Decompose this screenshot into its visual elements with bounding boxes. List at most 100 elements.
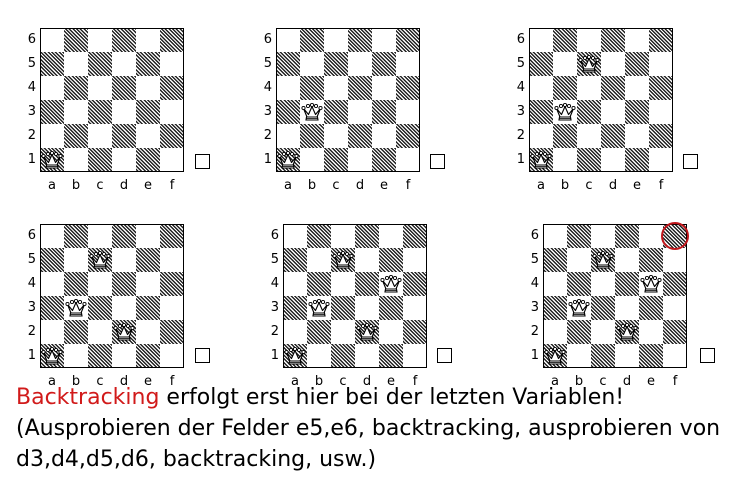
- queen-icon: [591, 248, 615, 272]
- square-a3: [276, 100, 300, 124]
- rank-label: 2: [516, 128, 525, 143]
- rank-label: 2: [530, 324, 539, 339]
- square-b4: [307, 272, 331, 296]
- square-f3: [160, 296, 184, 320]
- rank-label: 5: [27, 56, 36, 71]
- queen-icon: [543, 344, 567, 368]
- square-f2: [649, 124, 673, 148]
- square-e1: [372, 148, 396, 172]
- square-b5: [553, 52, 577, 76]
- step-checkbox[interactable]: [437, 348, 452, 363]
- square-d3: [355, 296, 379, 320]
- square-c6: [88, 224, 112, 248]
- square-e5: [136, 248, 160, 272]
- square-c4: [331, 272, 355, 296]
- square-f5: [160, 248, 184, 272]
- rank-label: 4: [270, 276, 279, 291]
- rank-label: 6: [27, 32, 36, 47]
- file-label: a: [48, 374, 56, 389]
- file-label: d: [355, 178, 365, 193]
- file-label: f: [405, 178, 411, 193]
- file-label: a: [551, 374, 559, 389]
- square-c4: [88, 76, 112, 100]
- square-e6: [379, 224, 403, 248]
- square-d5: [601, 52, 625, 76]
- square-c4: [324, 76, 348, 100]
- caption-keyword: Backtracking: [16, 385, 160, 410]
- queen-icon: [283, 344, 307, 368]
- step-checkbox[interactable]: [700, 348, 715, 363]
- square-a3: [283, 296, 307, 320]
- square-b1: [567, 344, 591, 368]
- square-b5: [567, 248, 591, 272]
- square-c5: [88, 52, 112, 76]
- file-label: b: [314, 374, 324, 389]
- caption-line-3: d3,d4,d5,d6, backtracking, usw.): [16, 447, 377, 472]
- square-c1: [331, 344, 355, 368]
- file-label: d: [362, 374, 372, 389]
- square-e5: [625, 52, 649, 76]
- square-d5: [355, 248, 379, 272]
- rank-label: 5: [27, 252, 36, 267]
- square-b1: [307, 344, 331, 368]
- square-c3: [88, 100, 112, 124]
- file-label: b: [574, 374, 584, 389]
- file-label: a: [284, 178, 292, 193]
- square-b4: [64, 272, 88, 296]
- step-checkbox[interactable]: [430, 154, 445, 169]
- step-checkbox[interactable]: [683, 154, 698, 169]
- queen-icon: [88, 248, 112, 272]
- rank-label: 6: [270, 228, 279, 243]
- rank-label: 4: [27, 80, 36, 95]
- file-label: a: [291, 374, 299, 389]
- square-e1: [625, 148, 649, 172]
- file-label: e: [144, 178, 152, 193]
- queen-icon: [577, 52, 601, 76]
- queen-icon: [567, 296, 591, 320]
- square-b1: [553, 148, 577, 172]
- square-a3: [543, 296, 567, 320]
- square-d1: [601, 148, 625, 172]
- square-e1: [136, 344, 160, 368]
- square-c1: [577, 148, 601, 172]
- square-f4: [396, 76, 420, 100]
- square-f2: [160, 124, 184, 148]
- square-f6: [396, 28, 420, 52]
- square-b4: [567, 272, 591, 296]
- square-a4: [40, 272, 64, 296]
- square-d5: [112, 52, 136, 76]
- square-e6: [625, 28, 649, 52]
- rank-label: 2: [27, 324, 36, 339]
- square-f3: [649, 100, 673, 124]
- square-d2: [112, 124, 136, 148]
- square-e2: [372, 124, 396, 148]
- rank-label: 1: [27, 152, 36, 167]
- square-e6: [639, 224, 663, 248]
- square-d5: [348, 52, 372, 76]
- square-f1: [160, 148, 184, 172]
- step-checkbox[interactable]: [195, 348, 210, 363]
- file-label: d: [608, 178, 618, 193]
- square-d1: [615, 344, 639, 368]
- square-c2: [88, 320, 112, 344]
- file-label: c: [332, 178, 340, 193]
- square-e4: [136, 272, 160, 296]
- square-e5: [136, 52, 160, 76]
- square-a6: [40, 224, 64, 248]
- square-b6: [64, 224, 88, 248]
- square-a5: [40, 52, 64, 76]
- step-checkbox[interactable]: [195, 154, 210, 169]
- rank-label: 5: [530, 252, 539, 267]
- file-label: b: [71, 374, 81, 389]
- square-a6: [276, 28, 300, 52]
- square-e1: [136, 148, 160, 172]
- square-f2: [663, 320, 687, 344]
- square-a6: [543, 224, 567, 248]
- square-e3: [136, 296, 160, 320]
- square-c6: [577, 28, 601, 52]
- file-label: e: [144, 374, 152, 389]
- square-c3: [577, 100, 601, 124]
